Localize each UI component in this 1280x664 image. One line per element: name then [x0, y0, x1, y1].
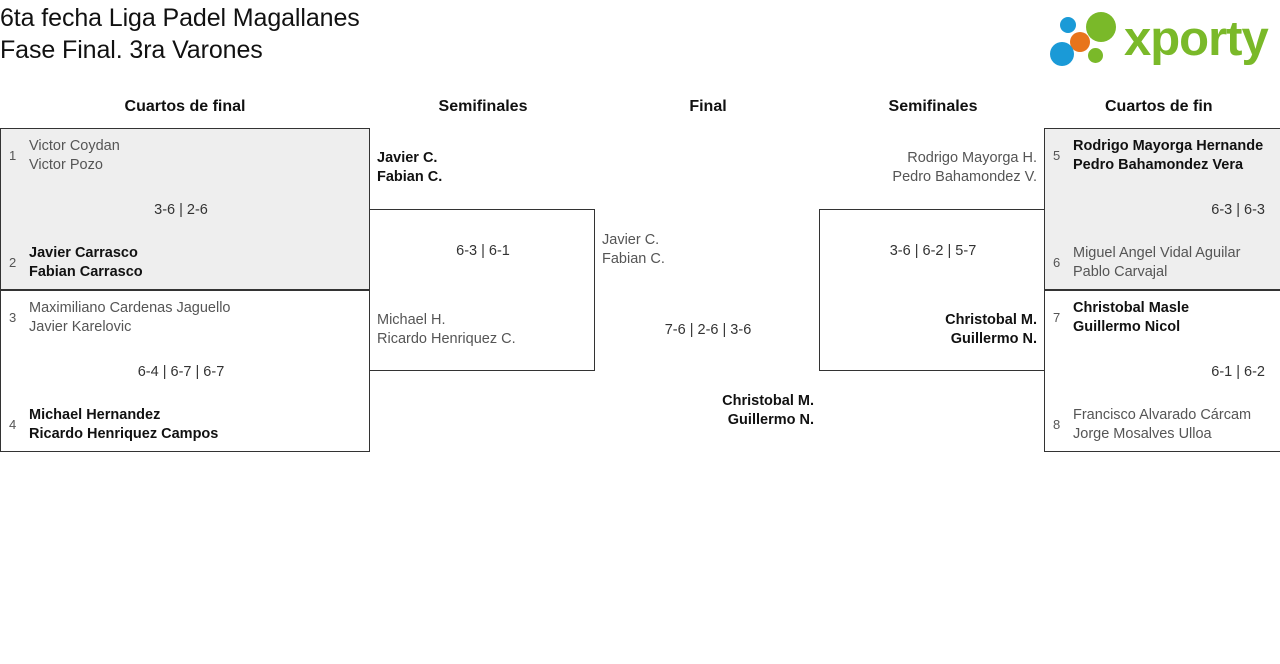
match-slot-seed-2[interactable]: 2 Javier Carrasco Fabian Carrasco — [9, 244, 143, 282]
seed-number: 2 — [9, 255, 17, 270]
match-box-sf-left[interactable]: 6-3 | 6-1 — [369, 209, 595, 371]
team-names: Javier Carrasco Fabian Carrasco — [29, 245, 143, 280]
round-header-semifinals-left: Semifinales — [438, 98, 528, 115]
logo-dot-blue-large-icon — [1050, 42, 1074, 66]
match-score-final: 7-6 | 2-6 | 3-6 — [664, 322, 752, 338]
logo-dot-orange-icon — [1070, 32, 1090, 52]
match-slot-sf-right-bottom[interactable]: Christobal M. Guillermo N. — [827, 311, 1037, 349]
logo-dots-icon — [1048, 12, 1126, 68]
match-score: 3-6 | 6-2 | 5-7 — [889, 243, 977, 259]
seed-number: 5 — [1053, 148, 1061, 163]
match-slot-seed-3[interactable]: 3 Maximiliano Cardenas Jaguello Javier K… — [9, 299, 231, 337]
round-header-semifinals-right: Semifinales — [888, 98, 978, 115]
xporty-logo: xporty — [1042, 8, 1272, 70]
team-names: Christobal M. Guillermo N. — [945, 312, 1037, 347]
team-names: Maximiliano Cardenas Jaguello Javier Kar… — [29, 300, 231, 335]
match-slot-seed-1[interactable]: 1 Victor Coydan Victor Pozo — [9, 137, 120, 175]
team-names: Victor Coydan Victor Pozo — [29, 138, 120, 173]
match-slot-seed-4[interactable]: 4 Michael Hernandez Ricardo Henriquez Ca… — [9, 406, 218, 444]
round-header-quarterfinals-left: Cuartos de final — [124, 98, 246, 115]
match-box-qf-left-1[interactable]: 1 Victor Coydan Victor Pozo 3-6 | 2-6 2 … — [0, 128, 370, 290]
page-header: 6ta fecha Liga Padel Magallanes Fase Fin… — [0, 0, 1280, 95]
seed-number: 1 — [9, 148, 17, 163]
brand-wordmark: xporty — [1124, 12, 1269, 66]
logo-dot-blue-small-icon — [1060, 17, 1076, 33]
team-names: Javier C. Fabian C. — [377, 150, 443, 185]
seed-number: 6 — [1053, 255, 1061, 270]
team-names: Miguel Angel Vidal Aguilar Pablo Carvaja… — [1073, 245, 1241, 280]
match-slot-final-left[interactable]: Javier C. Fabian C. — [602, 231, 665, 269]
seed-number: 8 — [1053, 417, 1061, 432]
match-slot-final-right[interactable]: Christobal M. Guillermo N. — [598, 392, 814, 430]
match-box-qf-right-2[interactable]: 7 Christobal Masle Guillermo Nicol 6-1 |… — [1044, 290, 1280, 452]
match-slot-seed-5[interactable]: 5 Rodrigo Mayorga Hernande Pedro Bahamon… — [1053, 137, 1263, 175]
match-slot-seed-6[interactable]: 6 Miguel Angel Vidal Aguilar Pablo Carva… — [1053, 244, 1240, 282]
logo-dot-green-small-icon — [1088, 48, 1103, 63]
round-header-quarterfinals-right: Cuartos de fin — [1105, 98, 1213, 115]
round-header-final: Final — [689, 98, 727, 115]
match-slot-seed-7[interactable]: 7 Christobal Masle Guillermo Nicol — [1053, 299, 1189, 337]
match-score: 6-3 | 6-1 — [456, 243, 510, 259]
team-names: Christobal M. Guillermo N. — [722, 393, 814, 428]
match-box-qf-left-2[interactable]: 3 Maximiliano Cardenas Jaguello Javier K… — [0, 290, 370, 452]
seed-number: 3 — [9, 310, 17, 325]
page-title: 6ta fecha Liga Padel Magallanes Fase Fin… — [0, 4, 360, 64]
seed-number: 7 — [1053, 310, 1061, 325]
logo-dot-green-large-icon — [1086, 12, 1116, 42]
match-score: 6-4 | 6-7 | 6-7 — [137, 364, 225, 380]
match-slot-seed-8[interactable]: 8 Francisco Alvarado Cárcam Jorge Mosalv… — [1053, 406, 1251, 444]
match-box-qf-right-1[interactable]: 5 Rodrigo Mayorga Hernande Pedro Bahamon… — [1044, 128, 1280, 290]
team-names: Rodrigo Mayorga Hernande Pedro Bahamonde… — [1073, 138, 1264, 173]
match-score: 6-3 | 6-3 — [1211, 202, 1265, 218]
match-score: 6-1 | 6-2 — [1211, 364, 1265, 380]
team-names: Javier C. Fabian C. — [602, 232, 665, 267]
seed-number: 4 — [9, 417, 17, 432]
team-names: Rodrigo Mayorga H. Pedro Bahamondez V. — [892, 150, 1037, 185]
team-names: Francisco Alvarado Cárcam Jorge Mosalves… — [1073, 407, 1252, 442]
match-slot-sf-right-top[interactable]: Rodrigo Mayorga H. Pedro Bahamondez V. — [827, 149, 1037, 187]
team-names: Christobal Masle Guillermo Nicol — [1073, 300, 1190, 335]
team-names: Michael Hernandez Ricardo Henriquez Camp… — [29, 407, 219, 442]
team-names: Michael H. Ricardo Henriquez C. — [377, 312, 516, 347]
match-slot-sf-left-top[interactable]: Javier C. Fabian C. — [377, 149, 442, 187]
match-slot-sf-left-bottom[interactable]: Michael H. Ricardo Henriquez C. — [377, 311, 516, 349]
match-score: 3-6 | 2-6 — [154, 202, 208, 218]
